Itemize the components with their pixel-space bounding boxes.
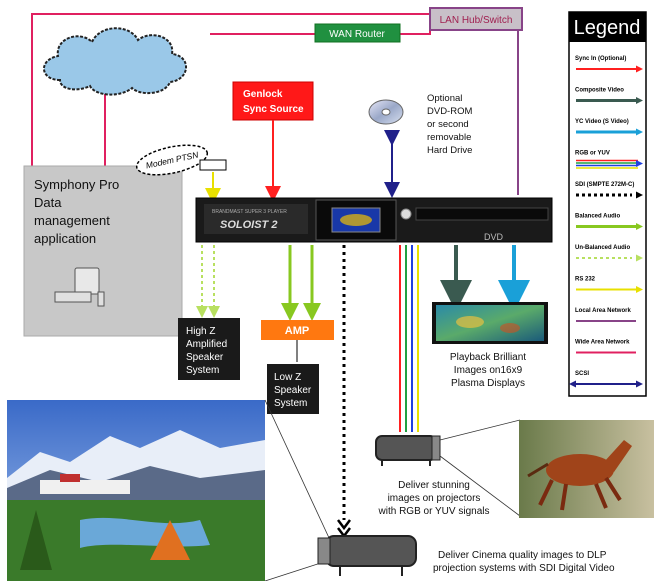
legend-items: Sync In (Optional) Composite Video YC Vide…	[569, 56, 643, 388]
dvdrom-line-2: DVD-ROM	[427, 106, 472, 117]
legend-item-arrow	[569, 380, 576, 388]
modem-device-icon	[199, 159, 227, 171]
rgb-projector-icon	[375, 435, 441, 466]
mountain-landscape-photo	[7, 400, 265, 581]
low-z-line-3: System	[274, 398, 307, 409]
low-z-line-2: Speaker	[274, 385, 312, 396]
dvd-disc-icon	[368, 99, 404, 125]
modem-ptsn-label-oval: Modem PTSN	[135, 144, 209, 176]
legend-item-label: Local Area Network	[575, 308, 631, 314]
genlock-box	[232, 81, 314, 121]
plasma-line-2: Images on16x9	[454, 365, 523, 376]
legend-title: Legend	[574, 17, 641, 39]
legend-item-arrow	[636, 380, 643, 388]
rgb-yuv-lines	[399, 245, 419, 432]
projector-rgb-line-1: Deliver stunning	[398, 480, 470, 491]
high-z-line-4: System	[186, 365, 219, 376]
high-z-line-3: Speaker	[186, 352, 224, 363]
projector-rgb-line-3: with RGB or YUV signals	[378, 506, 490, 517]
high-z-line-1: High Z	[186, 326, 215, 337]
soloist-player-device	[195, 197, 553, 243]
plasma-display-image	[432, 302, 548, 344]
genlock-line-1: Genlock	[243, 89, 283, 100]
device-brand: BRANDMAST SUPER 3 PLAYER	[212, 209, 287, 215]
cinema-line-1: Deliver Cinema quality images to DLP	[438, 550, 607, 561]
symphony-line-3: management	[34, 213, 110, 228]
dvdrom-line-1: Optional	[427, 93, 462, 104]
horse-photo	[519, 420, 654, 518]
legend-item-arrow	[636, 223, 643, 230]
symphony-line-1: Symphony Pro	[34, 177, 119, 192]
legend-item-arrow	[636, 191, 643, 199]
legend-item-label: SCSI	[575, 371, 589, 377]
legend-item-arrow	[636, 128, 643, 136]
dvdrom-line-3: or second	[427, 119, 469, 130]
legend-item-label: YC Video (S Video)	[575, 119, 629, 125]
legend-item-label: Sync In (Optional)	[575, 56, 626, 62]
legend-item-label: Un-Balanced Audio	[575, 245, 630, 251]
legend-item-arrow	[636, 254, 643, 262]
symphony-pro-box	[23, 165, 183, 337]
local-area-network-lines	[104, 22, 519, 195]
symphony-line-2: Data	[34, 195, 62, 210]
device-dvd-label: DVD	[484, 232, 504, 242]
legend-panel: Legend	[568, 11, 647, 397]
wan-router-box	[314, 23, 401, 43]
wan-router-label: WAN Router	[329, 29, 385, 40]
unbalanced-audio-lines	[196, 245, 220, 318]
amp-label: AMP	[285, 325, 309, 337]
high-z-line-2: Amplified	[186, 339, 227, 350]
legend-item-label: RGB or YUV	[575, 151, 610, 157]
device-model: SOLOIST 2	[220, 219, 277, 231]
legend-item-label: SDI (SMPTE 272M-C)	[575, 182, 634, 188]
low-z-line-1: Low Z	[274, 372, 301, 383]
legend-item-label: Balanced Audio	[575, 214, 620, 220]
legend-item-arrow	[636, 65, 643, 73]
genlock-line-2: Sync Source	[243, 104, 304, 115]
high-z-speaker-box	[178, 318, 240, 380]
legend-item-arrow	[636, 286, 643, 293]
plasma-line-1: Playback Brilliant	[450, 352, 526, 363]
dvdrom-line-5: Hard Drive	[427, 145, 472, 156]
legend-item-arrow	[636, 97, 643, 104]
dlp-projector-icon	[317, 535, 417, 576]
projector-rgb-line-2: images on projectors	[388, 493, 481, 504]
legend-item-label: Wide Area Network	[575, 340, 630, 346]
internet-cloud-icon	[43, 27, 187, 96]
dvdrom-line-4: removable	[427, 132, 471, 143]
lan-hub-box	[429, 7, 523, 31]
symphony-line-4: application	[34, 231, 96, 246]
legend-item-arrow	[636, 160, 643, 167]
lan-hub-label: LAN Hub/Switch	[440, 15, 513, 26]
plasma-line-3: Plasma Displays	[451, 378, 525, 389]
balanced-audio-lines	[281, 245, 321, 321]
computer-icon	[54, 267, 105, 307]
low-z-speaker-box	[267, 364, 319, 414]
amp-box	[261, 320, 334, 340]
legend-item-label: Composite Video	[575, 88, 624, 94]
legend-item-label: RS 232	[575, 277, 596, 283]
cinema-line-2: projection systems with SDI Digital Vide…	[433, 563, 615, 574]
